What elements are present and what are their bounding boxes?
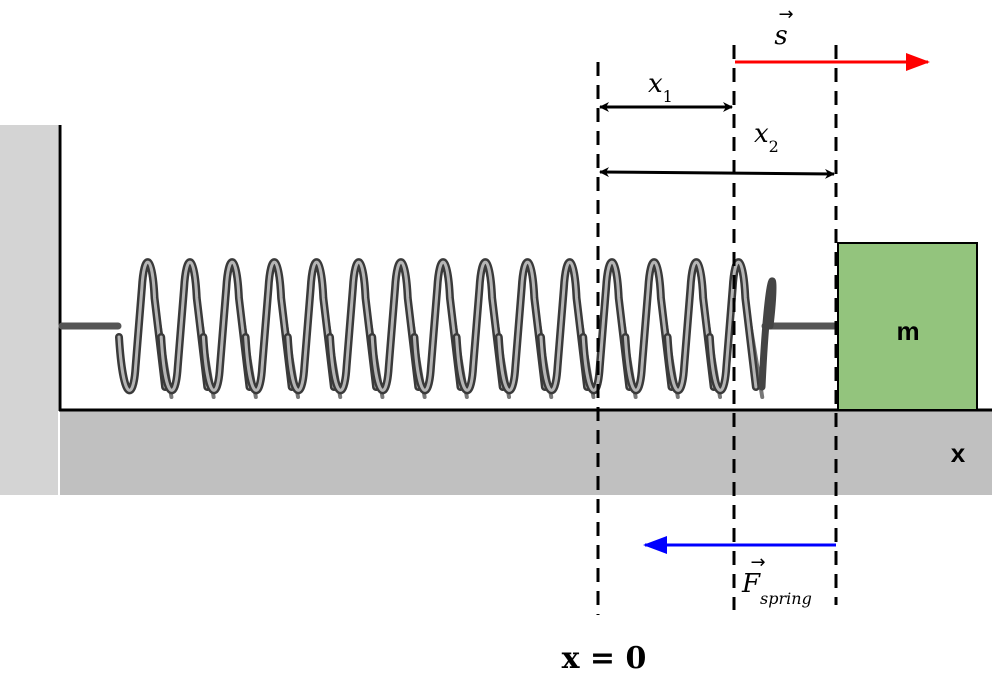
origin-label: x = 0 [562,641,647,676]
spring-coil-highlight [497,260,547,392]
x2-dimension-arrow [599,167,835,179]
spring-coil-highlight [539,260,589,392]
spring-coil-highlight [286,260,336,392]
spring-coil-highlight [328,260,378,392]
spring-coil-highlight [581,260,631,392]
wall [0,125,58,495]
mass-label: m [896,316,919,346]
mass-block[interactable] [837,242,978,411]
spring-coil-highlight [412,260,462,392]
spring-force-label: Fspring [741,569,812,608]
spring-coil-highlight [201,260,251,392]
spring-coil-highlight [117,260,167,392]
spring-coil-highlight [159,260,209,392]
spring [58,258,840,399]
spring-coil-highlight [370,260,420,392]
spring-coil-highlight [244,260,294,392]
vector-arrow-icon: → [750,552,765,573]
x2-label: x2 [754,119,779,156]
spring-coil-highlight [455,260,505,392]
axis-label: x [951,438,966,468]
spring-coil-highlight [708,260,758,392]
spring-coil-highlight [623,260,673,392]
x1-label: x1 [648,69,673,106]
vector-arrow-icon: → [778,4,793,25]
spring-coil-highlight [666,260,716,392]
spring-coil-end [758,277,777,391]
floor [60,410,992,495]
displacement-label: s [774,21,787,51]
